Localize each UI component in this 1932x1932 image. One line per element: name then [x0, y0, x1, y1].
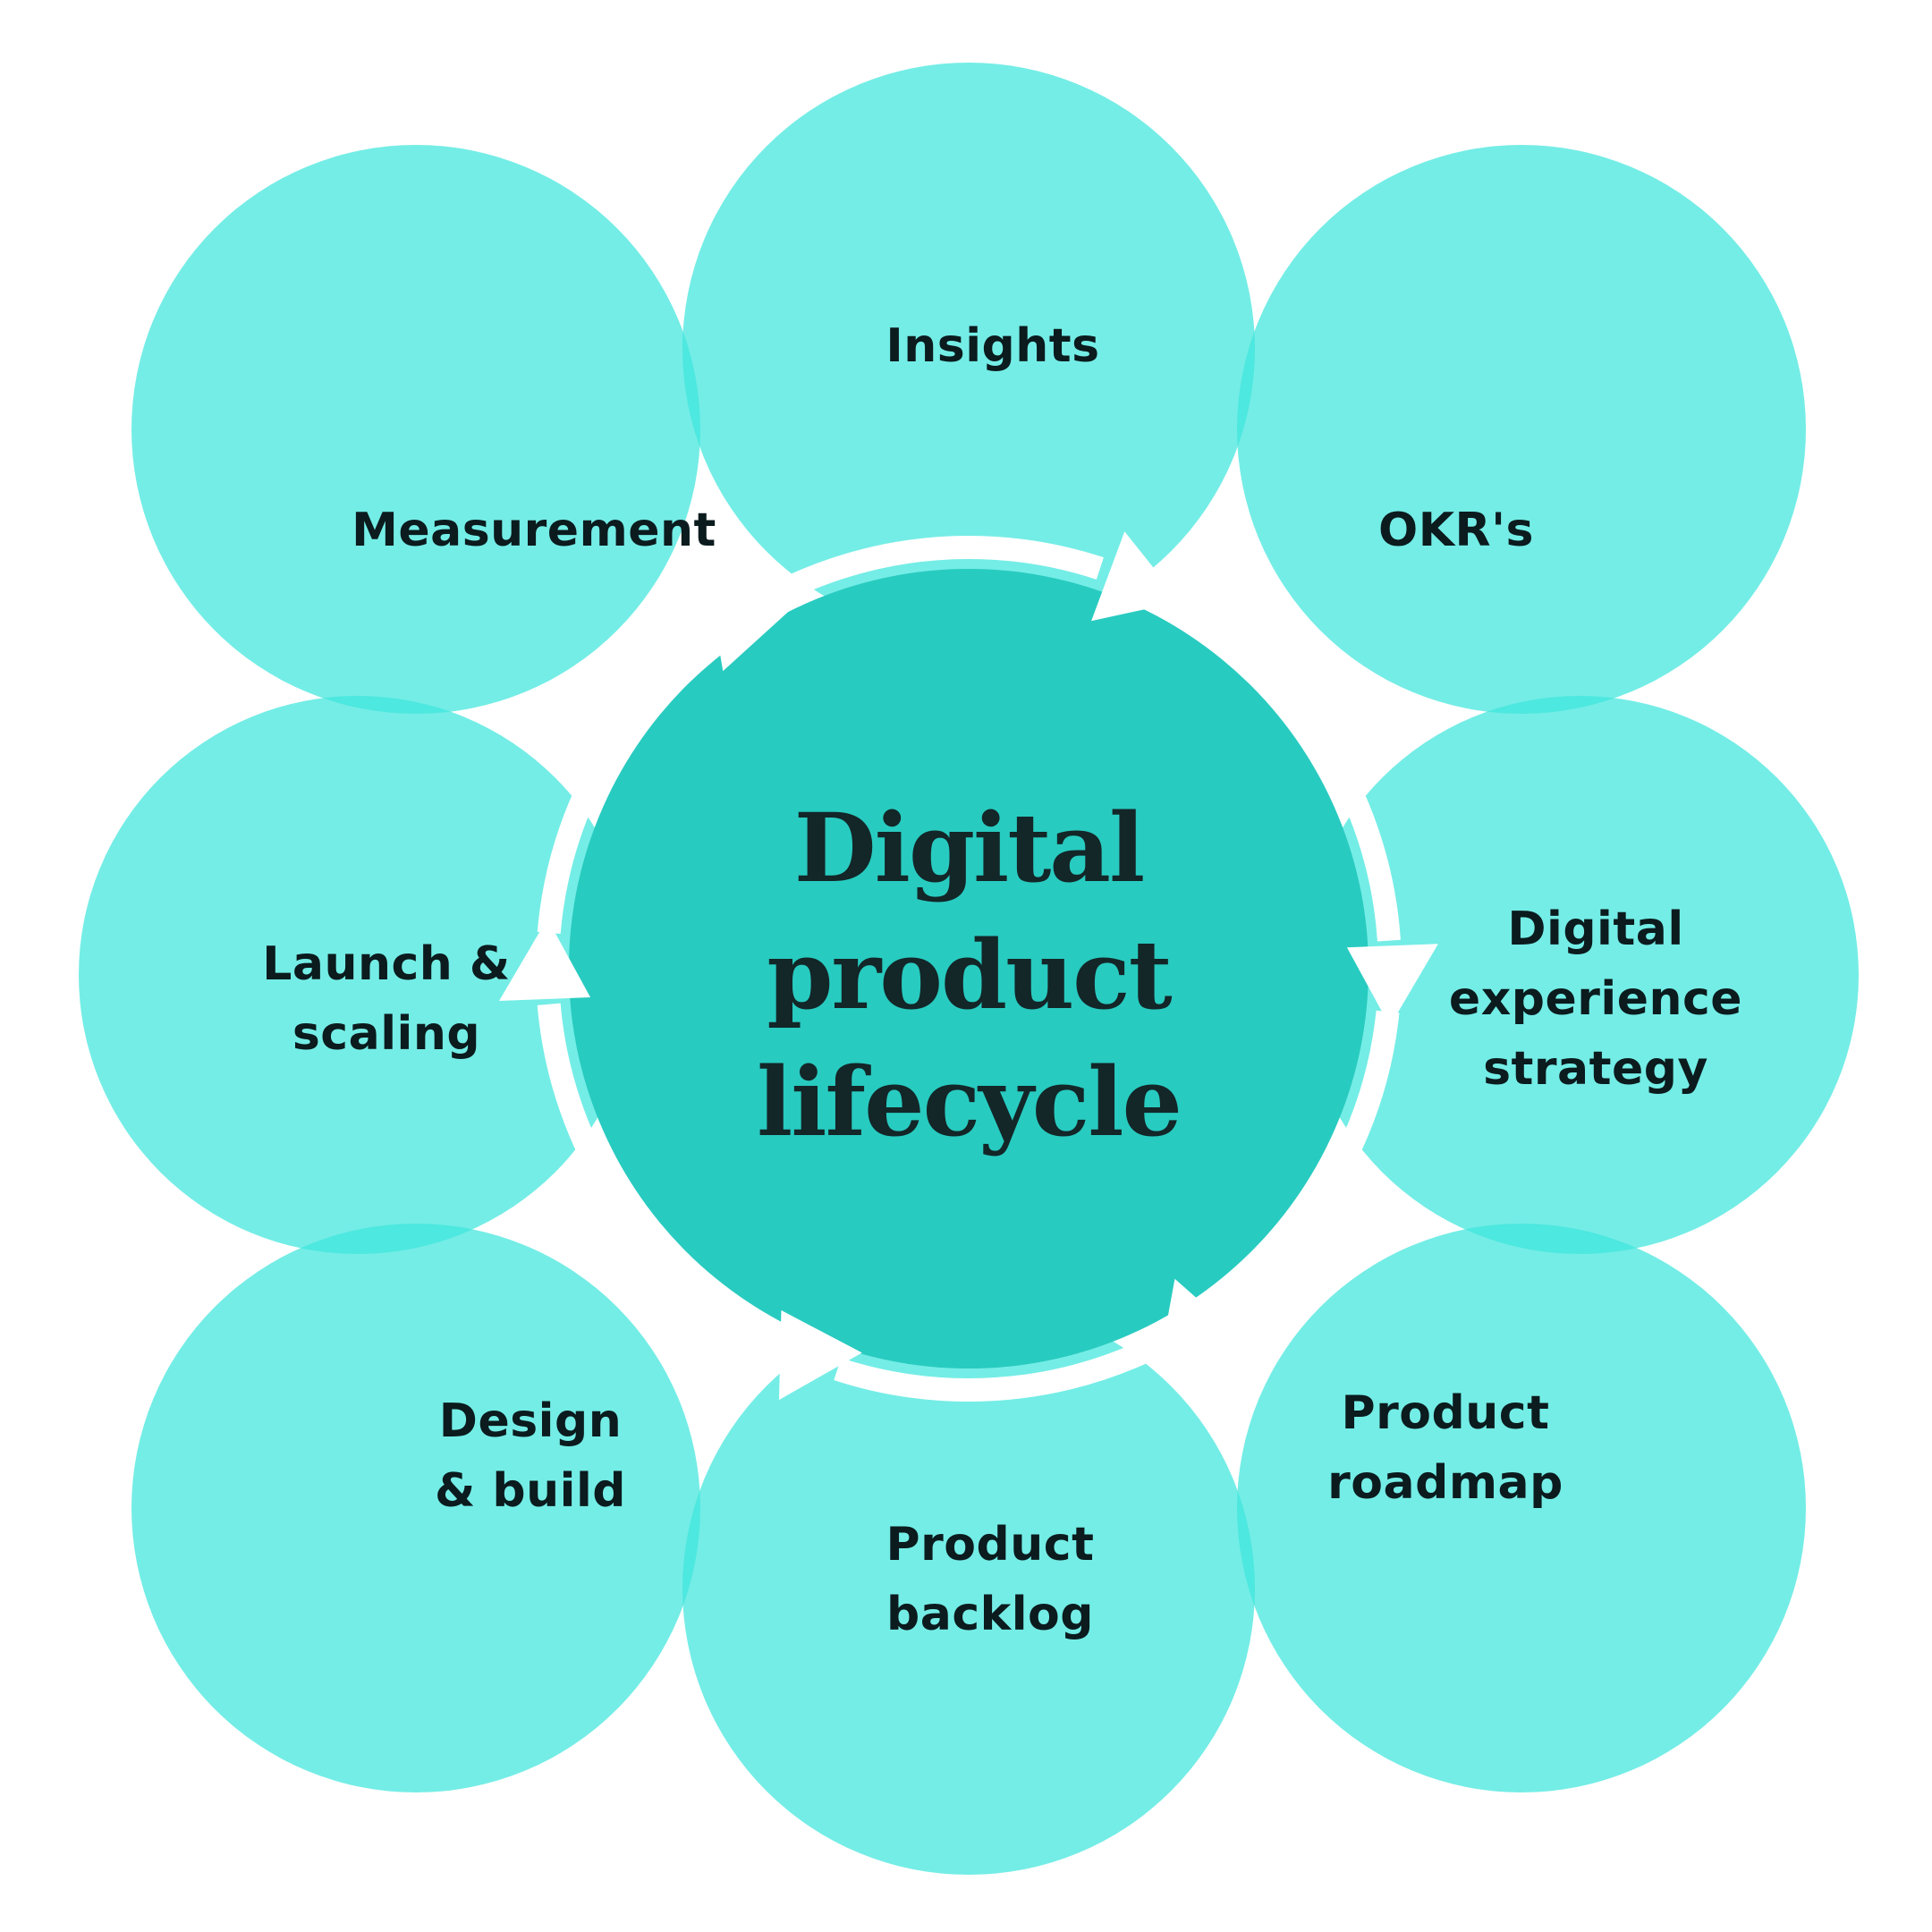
petal-group — [79, 63, 1859, 1875]
cycle-arrowhead-top-right — [1091, 531, 1181, 622]
stage-label-line: Insights — [886, 319, 1100, 373]
stage-label-product-backlog: Product backlog — [886, 1510, 1095, 1649]
center-title-line: product — [767, 919, 1172, 1030]
petal-digital-experience-strategy — [1301, 696, 1859, 1254]
stage-label-line: Measurement — [352, 504, 716, 557]
stage-label-design-build: Design & build — [435, 1386, 626, 1526]
petal-design-build — [131, 1224, 700, 1792]
stage-label-line: Launch & — [262, 937, 511, 991]
center-title: Digital product lifecycle — [757, 784, 1182, 1165]
petal-launch-scaling — [79, 696, 637, 1254]
cycle-ring — [536, 536, 1402, 1402]
stage-label-insights: Insights — [886, 311, 1099, 381]
stage-label-line: Product — [886, 1518, 1095, 1572]
cycle-arrowhead-bottom-right — [1157, 1278, 1242, 1373]
stage-label-line: scaling — [292, 1007, 481, 1061]
petal-okrs — [1237, 145, 1806, 714]
center-title-line: Digital — [793, 792, 1145, 903]
center-title-line: lifecycle — [757, 1046, 1182, 1157]
stage-label-line: Design — [438, 1394, 623, 1448]
center-circle — [569, 569, 1368, 1368]
stage-label-measurement: Measurement — [352, 496, 716, 565]
cycle-arrow-group — [499, 531, 1438, 1401]
stage-label-launch-scaling: Launch & scaling — [262, 929, 511, 1069]
stage-label-line: OKR's — [1378, 504, 1534, 557]
stage-label-okrs: OKR's — [1378, 496, 1534, 565]
petal-measurement — [131, 145, 700, 714]
stage-label-line: backlog — [886, 1588, 1094, 1641]
stage-label-line: experience — [1448, 972, 1743, 1026]
stage-label-line: roadmap — [1327, 1456, 1563, 1510]
cycle-arrowhead-bottom-left — [779, 1309, 862, 1401]
cycle-arrowhead-right — [1346, 944, 1438, 1027]
cycle-arrowhead-top-left — [707, 577, 791, 672]
stage-label-line: Product — [1341, 1386, 1550, 1440]
petal-insights — [682, 63, 1255, 635]
stage-label-digital-experience-strategy: Digital experience strategy — [1449, 894, 1742, 1104]
stage-label-line: & build — [434, 1464, 627, 1518]
stage-label-product-roadmap: Product roadmap — [1327, 1378, 1563, 1518]
petal-product-backlog — [682, 1302, 1255, 1875]
stage-label-line: strategy — [1483, 1042, 1708, 1096]
petal-product-roadmap — [1237, 1224, 1806, 1792]
cycle-arrowhead-left — [499, 919, 590, 1001]
stage-label-line: Digital — [1507, 902, 1684, 956]
